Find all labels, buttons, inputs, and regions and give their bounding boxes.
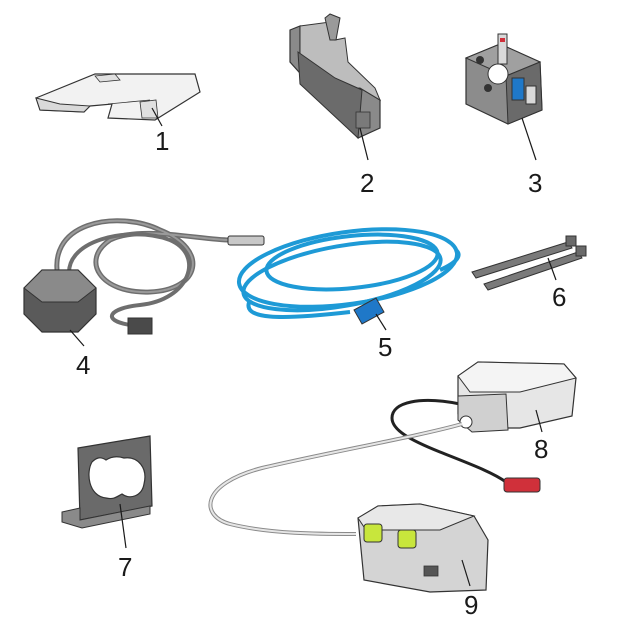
part-1-mounting-plate bbox=[35, 73, 201, 121]
part-4-label: 4 bbox=[76, 350, 90, 380]
part-6-cable-ties bbox=[471, 235, 587, 291]
part-6-label: 6 bbox=[552, 282, 566, 312]
part-4-sensor-with-cable bbox=[23, 218, 265, 335]
part-3-valve-block bbox=[464, 33, 543, 125]
part-3-label: 3 bbox=[528, 168, 542, 198]
part-9-label: 9 bbox=[464, 590, 478, 620]
part-5-blue-tube bbox=[236, 227, 461, 325]
part-2-label: 2 bbox=[360, 168, 374, 198]
part-8-sensor-housing bbox=[390, 361, 577, 493]
part-1-label: 1 bbox=[155, 126, 169, 156]
part-9-valve-assembly bbox=[208, 422, 489, 593]
part-8-label: 8 bbox=[534, 434, 548, 464]
part-7-label: 7 bbox=[118, 552, 132, 582]
part-2-tray-bracket bbox=[289, 13, 382, 140]
part-5-label: 5 bbox=[378, 332, 392, 362]
part-7-l-bracket bbox=[61, 435, 153, 529]
